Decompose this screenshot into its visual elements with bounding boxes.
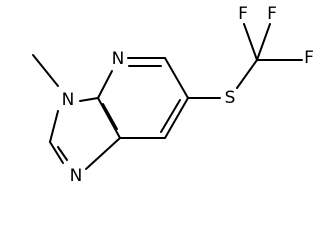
atom-n-pyridine: N	[112, 49, 125, 69]
bond-c6-c7	[164, 97, 189, 139]
bond-c3a-c7a	[97, 97, 121, 139]
molecule-drawing: N N N S F F F	[32, 4, 314, 186]
atom-fluorine-2: F	[267, 4, 277, 24]
bond-c7a-n4	[97, 70, 113, 99]
atom-fluorine-1: F	[238, 4, 248, 24]
bond-c3a-c7a-inner	[102, 103, 118, 130]
bond-c6-c7-inner	[160, 99, 181, 133]
bond-n1-methyl	[32, 54, 59, 87]
bond-c5-c6	[164, 57, 189, 99]
atom-fluorine-3: F	[304, 48, 314, 68]
bond-c7a-n1	[79, 97, 99, 102]
bond-n3-c3a	[85, 137, 121, 170]
bond-n1-c2	[49, 110, 59, 143]
bonds	[32, 23, 303, 170]
bond-c-f1	[243, 23, 258, 61]
atom-labels: N N N S F F F	[62, 4, 314, 186]
atom-n-methyl: N	[62, 90, 75, 110]
chemical-structure-diagram: N N N S F F F	[32, 4, 314, 186]
bond-s-cf3	[236, 59, 258, 89]
bond-c2-n3-inner	[57, 146, 68, 161]
atom-n-imidazole: N	[70, 166, 83, 186]
bond-c2-n3	[49, 141, 64, 164]
bond-c-f2	[256, 23, 271, 61]
atom-sulfur: S	[225, 88, 236, 108]
